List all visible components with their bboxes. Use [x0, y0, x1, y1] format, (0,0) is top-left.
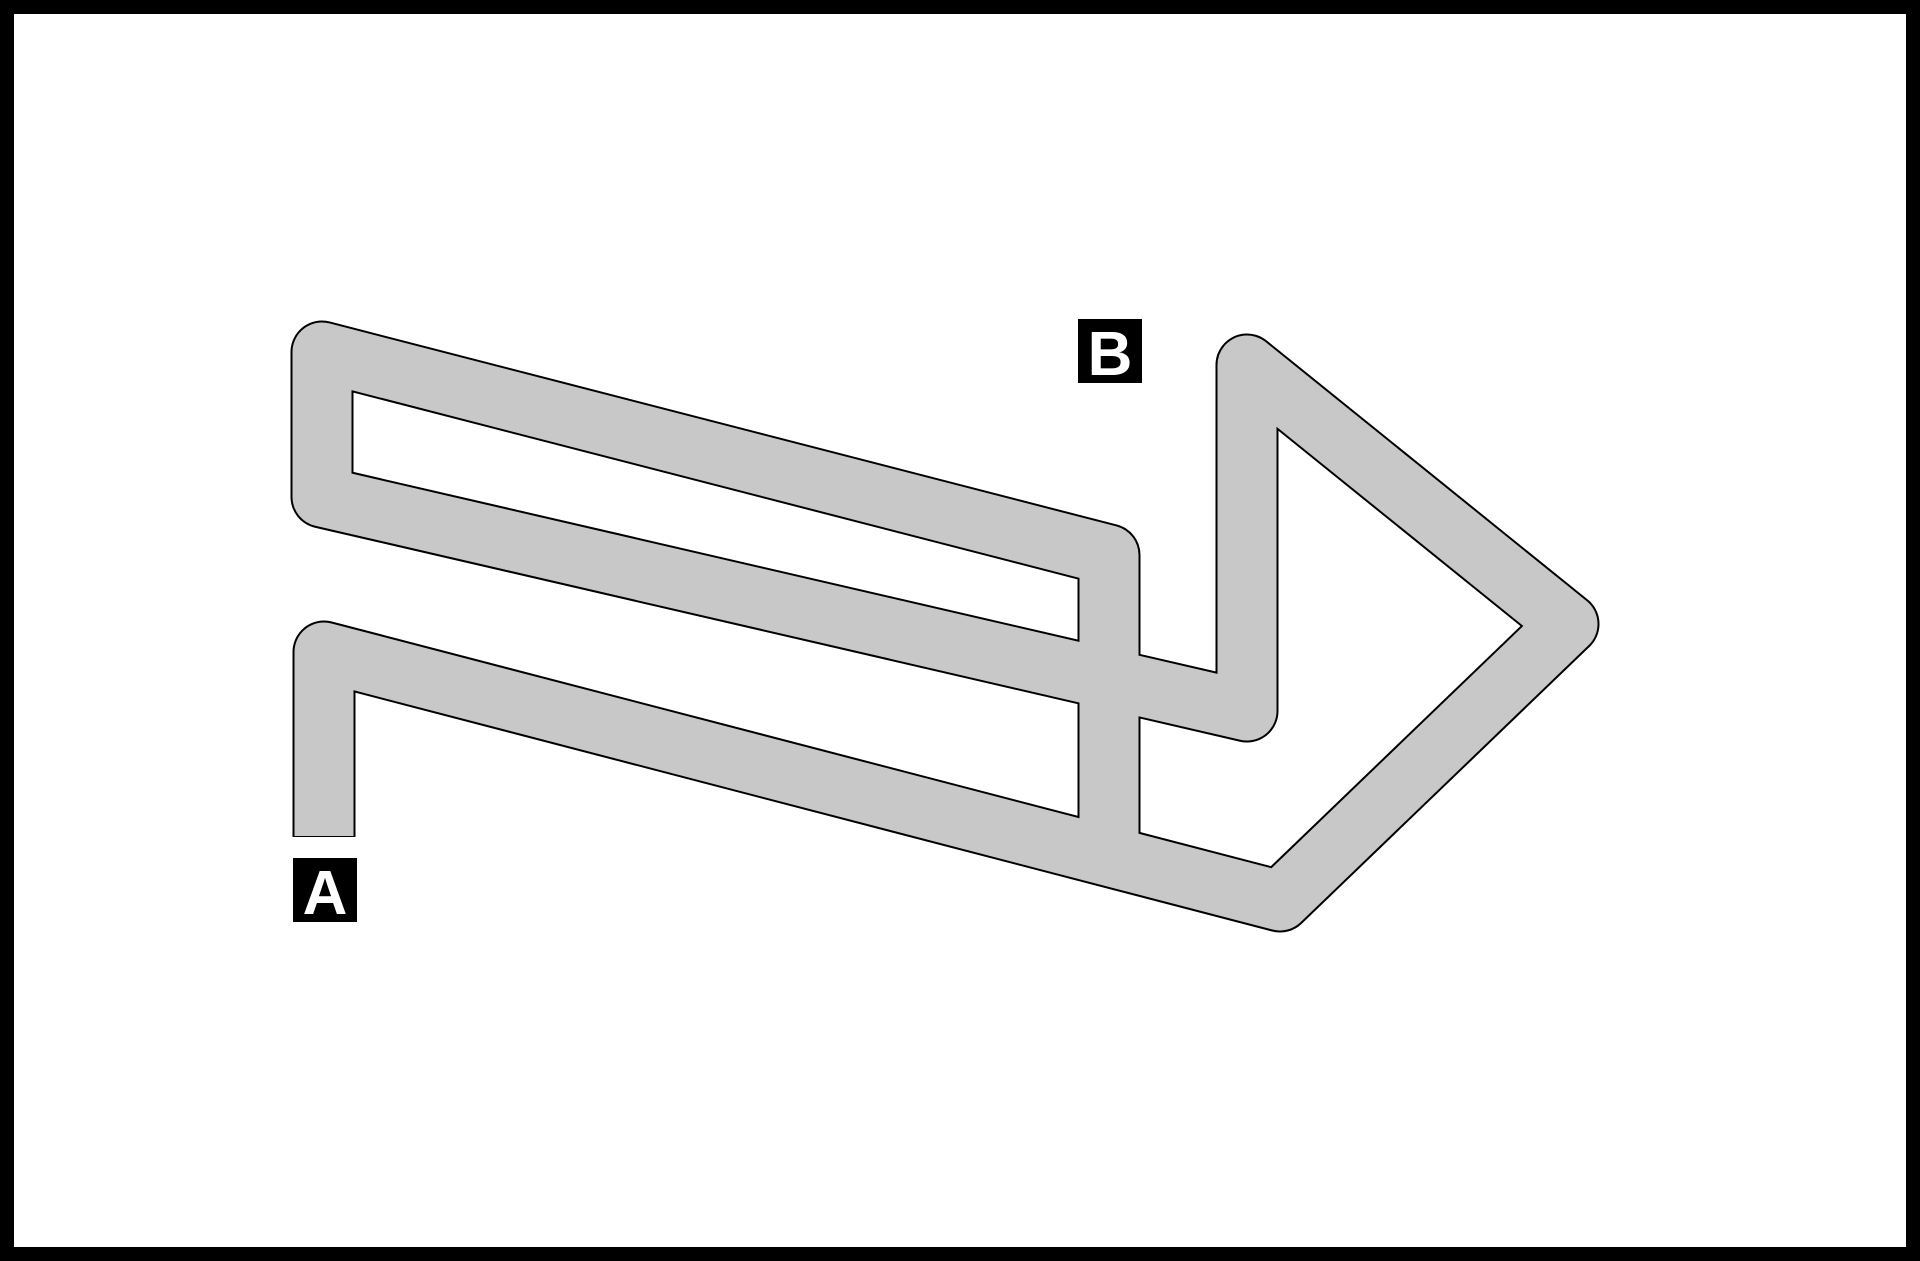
- start-marker-box: [293, 858, 357, 922]
- end-marker: B: [1078, 319, 1142, 389]
- start-label: A: [303, 859, 348, 928]
- path-band-fill: [292, 322, 1598, 931]
- start-marker: A: [293, 858, 357, 928]
- end-label: B: [1088, 320, 1133, 389]
- end-marker-box: [1078, 319, 1142, 383]
